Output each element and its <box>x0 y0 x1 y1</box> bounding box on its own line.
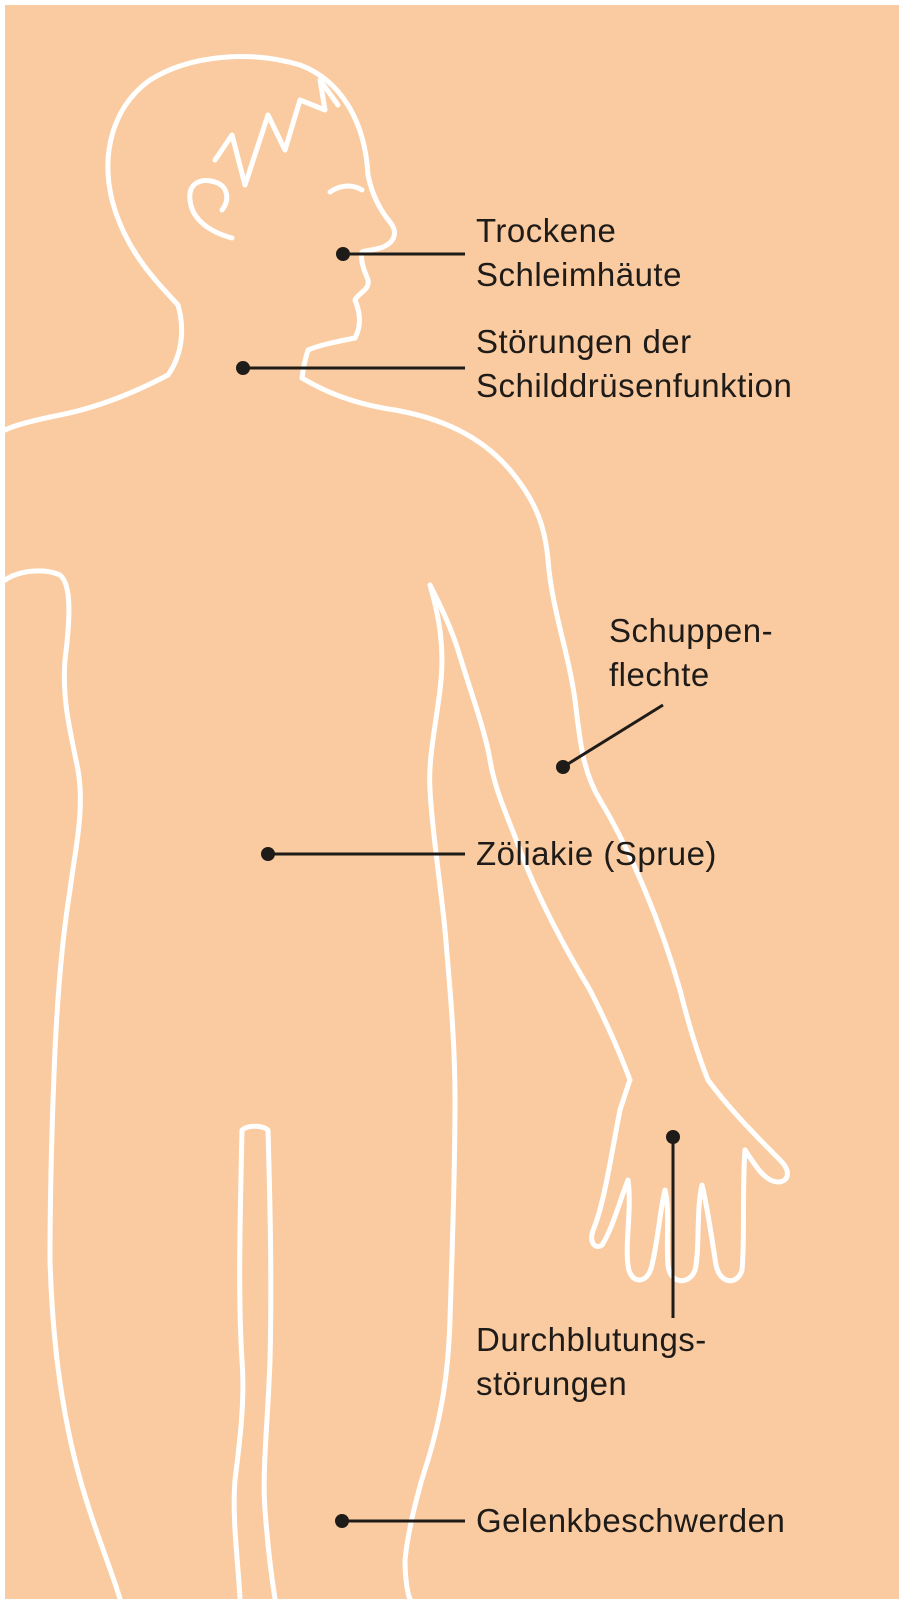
label-psoriasis-line-2: flechte <box>609 653 773 697</box>
label-joints-line-1: Gelenkbeschwerden <box>476 1499 785 1543</box>
label-psoriasis-line-1: Schuppen- <box>609 609 773 653</box>
label-dry-mucosa-line-2: Schleimhäute <box>476 253 682 297</box>
label-celiac-line-1: Zöliakie (Sprue) <box>476 832 717 876</box>
label-thyroid-line-1: Störungen der <box>476 320 792 364</box>
label-circulation-line-2: störungen <box>476 1362 707 1406</box>
label-circulation: Durchblutungs- störungen <box>476 1318 707 1406</box>
label-thyroid-line-2: Schilddrüsenfunktion <box>476 364 792 408</box>
leader-line-arm <box>563 705 663 767</box>
label-dry-mucosa: Trockene Schleimhäute <box>476 209 682 297</box>
label-celiac: Zöliakie (Sprue) <box>476 832 717 876</box>
label-psoriasis: Schuppen- flechte <box>609 609 773 697</box>
label-thyroid: Störungen der Schilddrüsenfunktion <box>476 320 792 408</box>
label-joints: Gelenkbeschwerden <box>476 1499 785 1543</box>
label-dry-mucosa-line-1: Trockene <box>476 209 682 253</box>
label-circulation-line-1: Durchblutungs- <box>476 1318 707 1362</box>
